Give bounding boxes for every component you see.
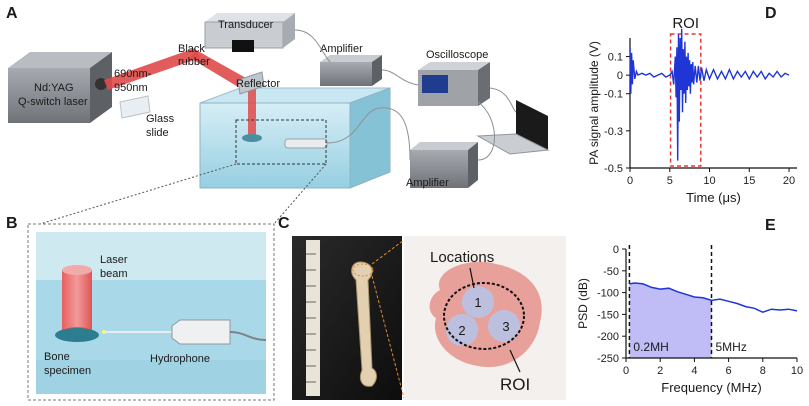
zoom-leader-left	[39, 163, 237, 225]
laser-label-2: Q-switch laser	[18, 96, 88, 108]
cables	[294, 29, 517, 161]
bone-label-1: Bone	[44, 351, 70, 363]
glass-slide	[119, 95, 151, 119]
e-x-tick-label: 0	[623, 365, 629, 377]
locations-label: Locations	[430, 249, 494, 266]
e-y-tick-label: -150	[597, 309, 619, 321]
bone-crop-marker	[352, 263, 374, 277]
e-band-fill	[629, 283, 712, 358]
cross-section-roi-label: ROI	[500, 375, 530, 394]
oscilloscope	[418, 62, 490, 106]
d-y-tick-label: -0.1	[604, 89, 623, 101]
black-rubber-label-2: rubber	[178, 56, 210, 68]
laser-beam-cylinder	[62, 265, 92, 337]
location-1: 1	[474, 295, 481, 310]
tank-bone-specimen	[242, 134, 262, 142]
e-x-tick-label: 10	[791, 365, 803, 377]
crop-leader-top	[371, 239, 405, 265]
d-x-tick-label: 0	[627, 175, 633, 187]
d-y-tick-label: -0.5	[604, 163, 623, 175]
tank-hydrophone	[284, 138, 328, 149]
e-y-axis-title: PSD (dB)	[576, 278, 590, 329]
ruler	[306, 240, 320, 396]
roi-arrow	[509, 349, 521, 373]
e-x-tick-label: 6	[726, 365, 732, 377]
transducer	[204, 13, 295, 52]
laser-beam-label-2: beam	[100, 268, 128, 280]
oscilloscope-label: Oscilloscope	[426, 49, 488, 61]
d-x-axis-title: Time (μs)	[686, 190, 741, 205]
hydrophone-label: Hydrophone	[150, 353, 210, 365]
d-y-tick-label: -0.3	[604, 126, 623, 138]
black-rubber	[232, 40, 254, 52]
e-y-tick-label: -250	[597, 353, 619, 365]
chart-e: 0 2 4 6 8 10 0 -50 -100 -150 -200 -250 0.2MH 5MHzFreq…	[576, 244, 803, 395]
reflector	[237, 71, 265, 95]
d-y-axis-title: PA signal amplitude (V)	[587, 41, 601, 165]
amplifier-bottom	[410, 142, 478, 188]
hydrophone	[102, 319, 267, 345]
laser-beam-label-1: Laser	[100, 254, 128, 266]
bone-label-2: specimen	[44, 365, 91, 377]
amplifier-bottom-label: Amplifier	[406, 177, 449, 189]
zoom-box	[235, 119, 327, 165]
transducer-label: Transducer	[218, 19, 274, 31]
amplifier-top-label: Amplifier	[320, 43, 363, 55]
zoom-leader-right	[273, 163, 327, 225]
d-x-tick-label: 15	[743, 175, 755, 187]
panel-label-a: A	[6, 5, 18, 22]
glass-slide-label-2: slide	[146, 127, 169, 139]
laptop	[476, 100, 550, 155]
e-psd-line	[629, 282, 798, 314]
e-y-tick-label: 0	[613, 244, 619, 256]
bone-cross-section	[429, 261, 542, 368]
glass-slide-label-1: Glass	[146, 113, 175, 125]
e-x-tick-label: 8	[760, 365, 766, 377]
d-signal-line	[629, 28, 790, 161]
location-2: 2	[458, 323, 465, 338]
d-x-tick-label: 20	[783, 175, 795, 187]
amplifier-top	[320, 55, 382, 86]
wavelength-label-2: 950nm	[114, 82, 148, 94]
d-y-tick-label: 0.1	[608, 52, 623, 64]
black-rubber-label-1: Black	[178, 43, 205, 55]
laser-beam-path	[104, 48, 256, 135]
e-y-tick-label: -200	[597, 331, 619, 343]
bone-specimen-disc	[55, 328, 99, 342]
d-roi-label: ROI	[672, 15, 699, 32]
nd-yag-laser	[8, 52, 112, 123]
bone-long	[351, 261, 377, 387]
d-x-tick-label: 10	[703, 175, 715, 187]
location-3: 3	[502, 319, 509, 334]
d-y-tick-label: 0	[617, 70, 623, 82]
e-band-start-label: 0.2MH	[633, 340, 668, 354]
e-y-tick-label: -50	[603, 266, 619, 278]
panel-label-c: C	[278, 215, 290, 232]
laser-label-1: Nd:YAG	[34, 82, 74, 94]
d-x-tick-label: 5	[667, 175, 673, 187]
e-band-end-label: 5MHz	[716, 340, 747, 354]
panel-label-b: B	[6, 215, 18, 232]
e-x-tick-label: 2	[657, 365, 663, 377]
locations-arrow	[469, 267, 475, 289]
panel-label-e: E	[765, 217, 776, 234]
d-roi-box	[669, 33, 702, 167]
water-tank	[199, 87, 391, 189]
wavelength-label-1: 690nm-	[114, 68, 152, 80]
panel-label-d: D	[765, 5, 777, 22]
reflector-label: Reflector	[236, 78, 280, 90]
chart-d: 0 5 10 15 20 0.1 0 -0.1 -0.3 -0.5 ROI Time (μs) PA s…	[587, 15, 797, 205]
e-x-axis-title: Frequency (MHz)	[661, 380, 761, 395]
e-y-tick-label: -100	[597, 288, 619, 300]
crop-leader-bottom	[371, 275, 405, 399]
e-x-tick-label: 4	[691, 365, 697, 377]
